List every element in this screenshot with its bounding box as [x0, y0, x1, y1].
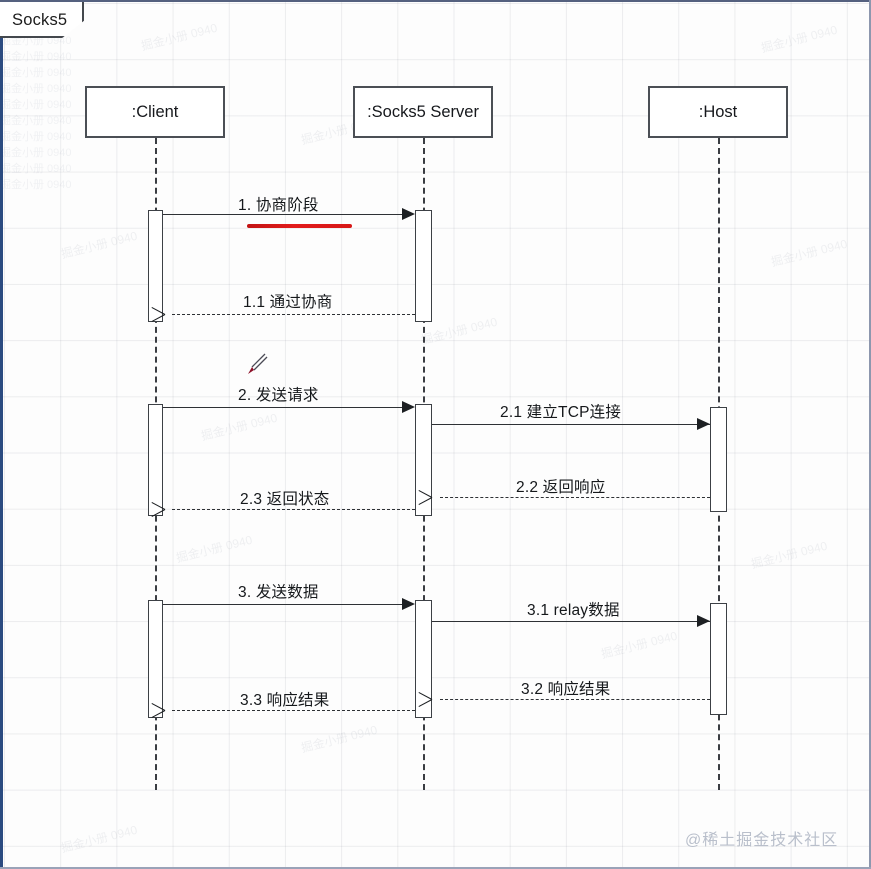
message-arrowhead-1: [402, 208, 415, 220]
message-label-1: 1. 协商阶段: [238, 197, 319, 214]
frame-edge-top: [0, 0, 871, 2]
watermark-tile: 掘金小册 0940: [0, 131, 72, 143]
message-label-2-1: 2.1 建立TCP连接: [500, 404, 622, 421]
message-arrowhead-3-1: [697, 615, 710, 627]
brand-watermark: @稀土掘金技术社区: [685, 832, 839, 849]
message-line-1: [163, 214, 413, 215]
message-label-1-1: 1.1 通过协商: [243, 294, 333, 311]
message-line-2-2: [440, 497, 710, 498]
message-arrowhead-2-2: [432, 490, 446, 504]
activation-host-3: [710, 603, 727, 715]
message-label-3-3: 3.3 响应结果: [240, 692, 330, 709]
message-arrowhead-1-1: [165, 307, 179, 321]
message-line-2-3: [172, 509, 415, 510]
message-label-3-2: 3.2 响应结果: [521, 681, 611, 698]
watermark-tile: 掘金小册 0940: [199, 410, 279, 444]
watermark-tile: 掘金小册 0940: [0, 83, 72, 95]
watermark-tile: 掘金小册 0940: [749, 538, 829, 572]
activation-server-3: [415, 600, 432, 718]
message-arrowhead-2-3: [165, 502, 179, 516]
frame-edge-left: [0, 0, 3, 869]
message-line-2-1: [432, 424, 710, 425]
watermark-tile: 掘金小册 0940: [0, 16, 871, 32]
watermark-tile: 掘金小册 0940: [0, 99, 72, 111]
frame-edge-right: [869, 0, 871, 869]
activation-client-1: [148, 210, 163, 322]
watermark-tile: 掘金小册 0940: [299, 722, 379, 756]
message-line-3: [163, 604, 413, 605]
message-label-2: 2. 发送请求: [238, 387, 319, 404]
watermark-tile: 掘金小册 0940: [769, 236, 849, 270]
participant-label: :Host: [698, 102, 738, 121]
message-arrowhead-2: [402, 401, 415, 413]
message-label-2-2: 2.2 返回响应: [516, 479, 606, 496]
activation-client-2: [148, 404, 163, 516]
activation-server-1: [415, 210, 432, 322]
red-highlight-underline: [247, 224, 352, 228]
message-line-3-2: [440, 699, 710, 700]
watermark-tile: 掘金小册 0940: [0, 51, 72, 63]
message-label-2-3: 2.3 返回状态: [240, 491, 330, 508]
message-label-3: 3. 发送数据: [238, 584, 319, 601]
message-arrowhead-3-2: [432, 692, 446, 706]
message-arrowhead-3-3: [165, 703, 179, 717]
activation-client-3: [148, 600, 163, 718]
watermark-tile: 掘金小册 0940: [0, 147, 72, 159]
watermark-tile: 掘金小册 0940: [0, 67, 72, 79]
watermark-tile: 掘金小册 0940: [599, 628, 679, 662]
message-line-3-3: [172, 710, 415, 711]
watermark-tile: 掘金小册 0940: [0, 115, 72, 127]
message-line-3-1: [432, 621, 710, 622]
participant-client[interactable]: :Client: [85, 86, 225, 138]
frame-tab-label: Socks5: [12, 10, 68, 29]
watermark-tile: 掘金小册 0940: [0, 163, 72, 175]
watermark-tile: 掘金小册 0940: [59, 228, 139, 262]
message-line-2: [163, 407, 413, 408]
message-arrowhead-2-1: [697, 418, 710, 430]
message-label-3-1: 3.1 relay数据: [527, 602, 620, 619]
watermark-tile: 掘金小册 0940: [59, 822, 139, 856]
activation-server-2: [415, 404, 432, 516]
activation-host-2: [710, 407, 727, 512]
frame-edge-bottom: [0, 867, 871, 869]
message-arrowhead-3: [402, 598, 415, 610]
message-line-1-1: [172, 314, 415, 315]
participant-label: :Socks5 Server: [367, 102, 479, 121]
watermark-tile: 掘金小册 0940: [0, 35, 72, 47]
participant-label: :Client: [131, 102, 179, 121]
watermark-tile: 掘金小册 0940: [174, 532, 254, 566]
watermark-tile: 掘金小册 0940: [0, 179, 72, 191]
watermark-tile: 掘金小册 0940: [0, 0, 871, 16]
participant-socks5-server[interactable]: :Socks5 Server: [353, 86, 493, 138]
participant-host[interactable]: :Host: [648, 86, 788, 138]
pen-cursor-icon: [243, 352, 269, 378]
